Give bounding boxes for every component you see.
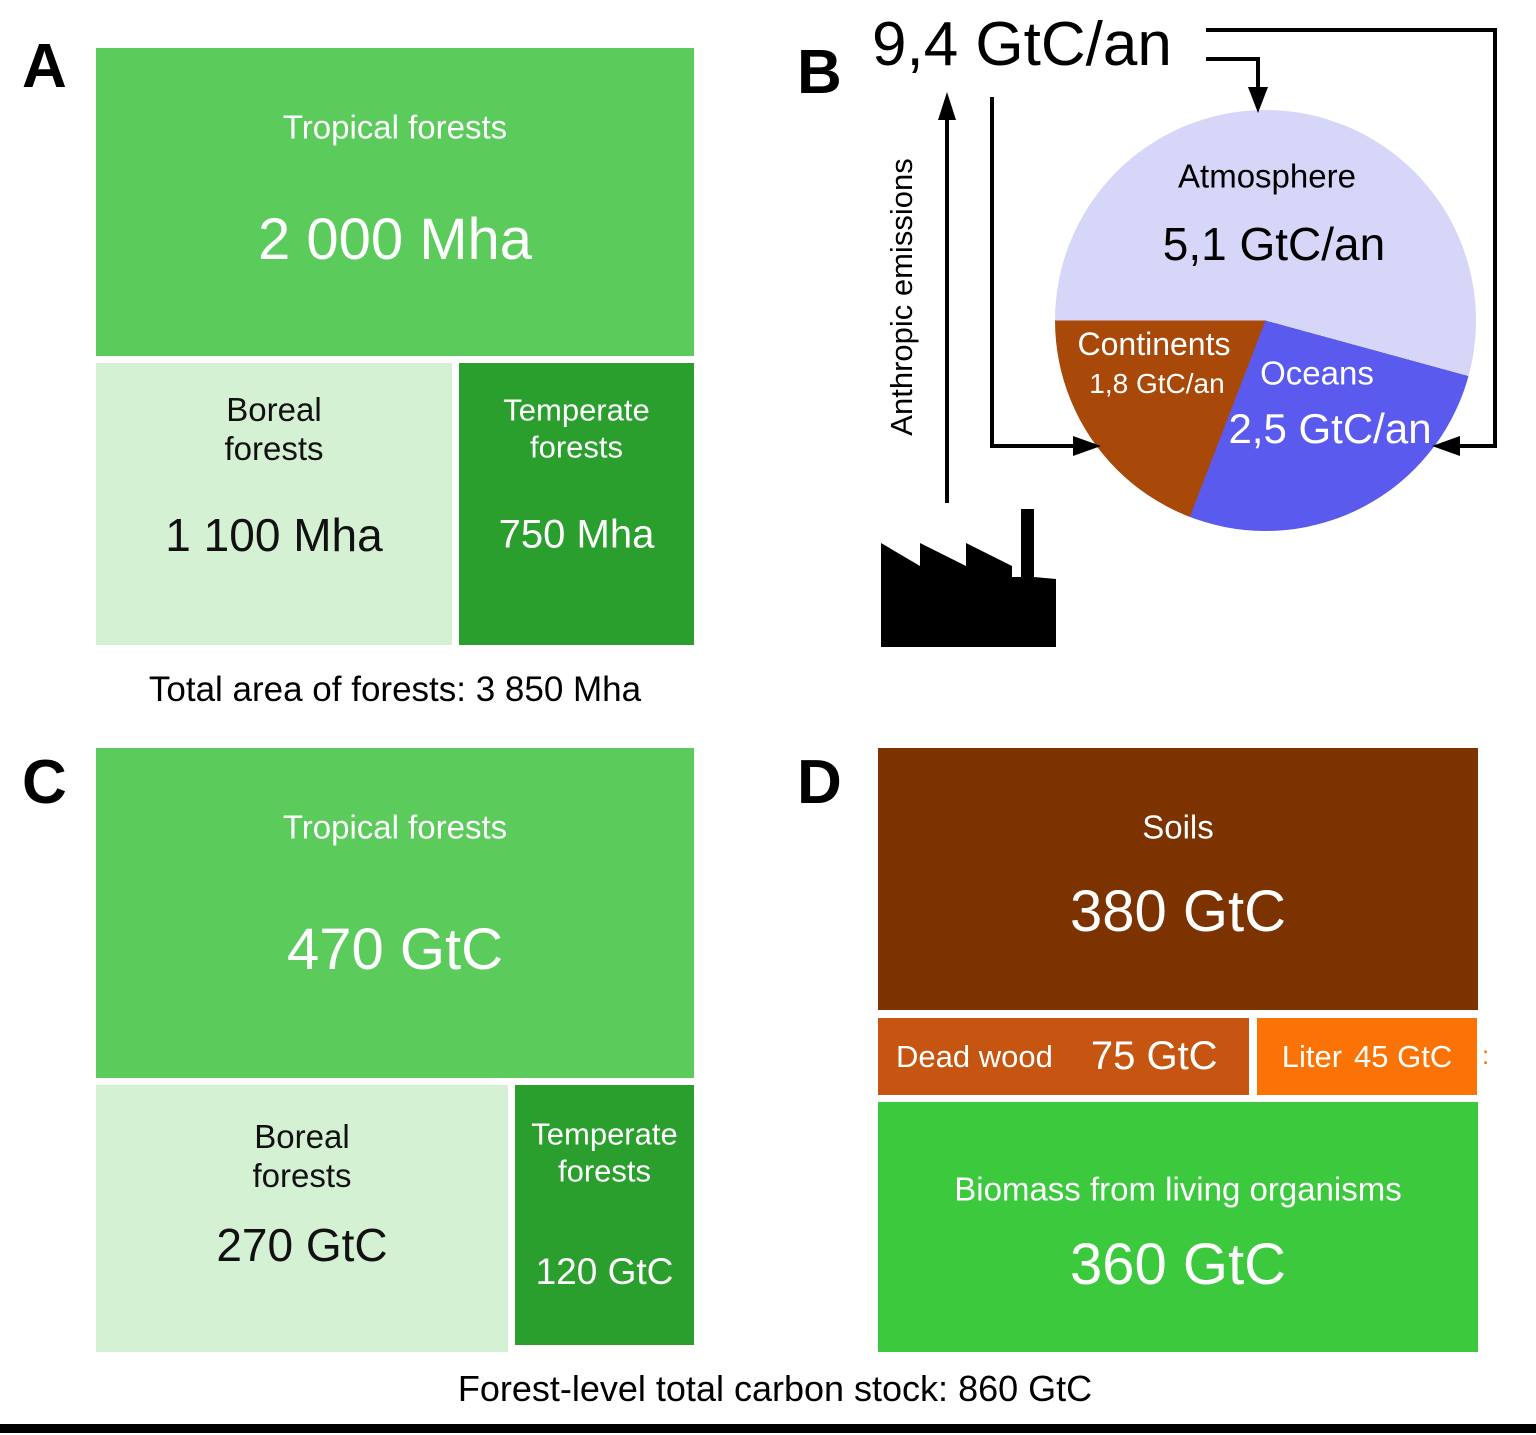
- treemap-a-boreal-forests: Boreal forests 1 100 Mha: [96, 363, 452, 645]
- soils-label: Soils: [1142, 808, 1214, 846]
- pie-slice-continents-label: Continents: [1077, 326, 1231, 362]
- factory-icon: [881, 509, 1056, 647]
- pie-slice-atmosphere-value: 5,1 GtC/an: [1162, 218, 1386, 270]
- boreal-forests-stock-value: 270 GtC: [216, 1218, 388, 1271]
- dead-wood-label: Dead wood: [896, 1038, 1053, 1074]
- treemap-c-temperate-forests: Temperate forests 120 GtC: [515, 1085, 694, 1345]
- bottom-divider: [0, 1424, 1536, 1433]
- temperate-forests-stock-value: 120 GtC: [535, 1251, 674, 1293]
- liter-label: Liter: [1281, 1038, 1343, 1074]
- treemap-c-boreal-forests: Boreal forests 270 GtC: [96, 1085, 508, 1352]
- tropical-forests-value: 2 000 Mha: [257, 206, 533, 272]
- panel-a-caption: Total area of forests: 3 850 Mha: [148, 670, 642, 709]
- panel-cd-caption: Forest-level total carbon stock: 860 GtC: [457, 1368, 1093, 1409]
- treemap-a-temperate-forests: Temperate forests 750 Mha: [459, 363, 694, 645]
- tropical-forests-label: Tropical forests: [282, 108, 508, 146]
- biomass-value: 360 GtC: [1070, 1231, 1286, 1297]
- liter-edge-artifact: :: [1482, 1040, 1490, 1070]
- treemap-d-biomass: Biomass from living organisms 360 GtC: [878, 1102, 1478, 1352]
- boreal-forests-value: 1 100 Mha: [165, 508, 383, 561]
- emissions-up-arrowhead: [938, 92, 956, 120]
- panel-c-letter: C: [22, 748, 67, 817]
- dead-wood-value: 75 GtC: [1090, 1034, 1218, 1078]
- treemap-c-tropical-forests: Tropical forests 470 GtC: [96, 748, 694, 1078]
- panel-d-letter: D: [797, 748, 842, 817]
- atmosphere-arrow-line: [1206, 57, 1260, 90]
- pie-slice-oceans-value: 2,5 GtC/an: [1228, 405, 1432, 452]
- temperate-forests-stock-label: Temperate forests: [531, 1116, 678, 1188]
- treemap-d-liter: Liter 45 GtC: [1257, 1018, 1477, 1095]
- tropical-forests-stock-value: 470 GtC: [287, 916, 503, 982]
- pie-slice-continents-value: 1,8 GtC/an: [1089, 368, 1225, 399]
- liter-value: 45 GtC: [1354, 1038, 1453, 1074]
- pie-slice-atmosphere-label: Atmosphere: [1178, 157, 1356, 195]
- panel-a-letter: A: [22, 32, 67, 101]
- biomass-label: Biomass from living organisms: [954, 1170, 1402, 1208]
- treemap-a-tropical-forests: Tropical forests 2 000 Mha: [96, 48, 694, 356]
- temperate-forests-label: Temperate forests: [503, 392, 650, 464]
- temperate-forests-value: 750 Mha: [498, 512, 655, 557]
- soils-value: 380 GtC: [1070, 878, 1286, 944]
- treemap-d-soils: Soils 380 GtC: [878, 748, 1478, 1010]
- treemap-d-dead-wood: Dead wood 75 GtC: [878, 1018, 1249, 1095]
- tropical-forests-stock-label: Tropical forests: [282, 808, 508, 846]
- boreal-forests-label: Boreal forests: [224, 391, 324, 467]
- pie-slice-oceans-label: Oceans: [1260, 354, 1374, 392]
- panel-b-letter: B: [797, 38, 842, 107]
- boreal-forests-stock-label: Boreal forests: [252, 1118, 352, 1194]
- anthropic-emissions-total: 9,4 GtC/an: [872, 10, 1172, 79]
- anthropic-emissions-axis-label: Anthropic emissions: [884, 158, 919, 436]
